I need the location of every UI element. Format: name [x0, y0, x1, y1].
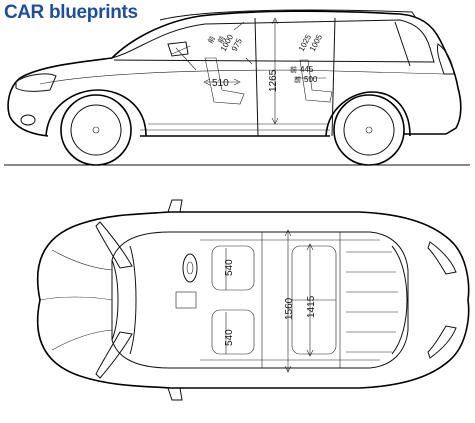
- side-belt-line: [39, 69, 445, 85]
- top-b-pillar: [261, 232, 341, 368]
- dim-top-540-front: 540: [224, 259, 235, 276]
- top-mirror-left: [167, 199, 183, 213]
- side-tail-light: [437, 43, 455, 75]
- top-dimension-lines: [225, 229, 314, 373]
- top-cabin-outline: [111, 231, 409, 369]
- side-dimension-lines: [203, 17, 326, 125]
- side-window-line: [111, 19, 435, 63]
- dim-side-500: 500: [304, 75, 318, 84]
- dim-side-cjk-front-a: 前: [206, 35, 217, 45]
- top-cargo-lines: [346, 251, 398, 353]
- top-body-outline: [36, 211, 470, 389]
- side-view: [4, 9, 470, 166]
- dim-side-445: 445: [300, 65, 314, 74]
- top-rear-glass: [391, 245, 408, 355]
- side-steering-wheel: [171, 45, 197, 71]
- dim-top-540-rear: 540: [224, 329, 235, 346]
- top-windscreen: [111, 245, 137, 355]
- side-front-seat: [204, 57, 245, 105]
- side-body-outline: [7, 10, 462, 137]
- side-pillars: [254, 17, 411, 137]
- dim-side-1265: 1265: [268, 69, 279, 92]
- dim-side-510: 510: [212, 78, 229, 89]
- side-headlight: [15, 73, 57, 92]
- top-hood-lines: [39, 249, 113, 351]
- dim-side-1005: 1005: [308, 33, 325, 53]
- dim-top-1560: 1560: [284, 297, 295, 320]
- top-headlight-left: [95, 221, 133, 269]
- top-mirror-right: [167, 387, 183, 401]
- side-front-wheel: [45, 89, 147, 166]
- dim-side-cjk-rear-a: 前: [290, 65, 297, 74]
- top-steering-wheel: [182, 253, 198, 283]
- dim-side-cjk-front-b: 前: [216, 35, 227, 45]
- dim-top-1415: 1415: [306, 295, 317, 318]
- side-sill: [140, 123, 330, 131]
- top-taillight-right: [427, 325, 457, 359]
- brand-logo: CAR blueprints: [4, 1, 138, 25]
- top-front-seats: [211, 245, 255, 355]
- side-rear-seat: [299, 59, 333, 103]
- brand-logo-part-blueprints: blueprints: [48, 2, 138, 23]
- brand-logo-part-car: CAR: [4, 2, 44, 23]
- side-fog-lamp: [20, 114, 36, 126]
- top-roof-rails: [200, 239, 380, 361]
- side-rear-wheel: [325, 91, 411, 166]
- top-headlight-right: [95, 331, 133, 379]
- dim-side-cjk-rear-b: 前: [294, 75, 301, 84]
- top-rear-seat: [291, 245, 337, 355]
- side-mirror: [167, 41, 189, 57]
- top-taillight-left: [427, 241, 457, 275]
- side-roof-rail: [159, 9, 417, 21]
- top-center-console: [175, 291, 197, 309]
- top-view: [36, 199, 470, 401]
